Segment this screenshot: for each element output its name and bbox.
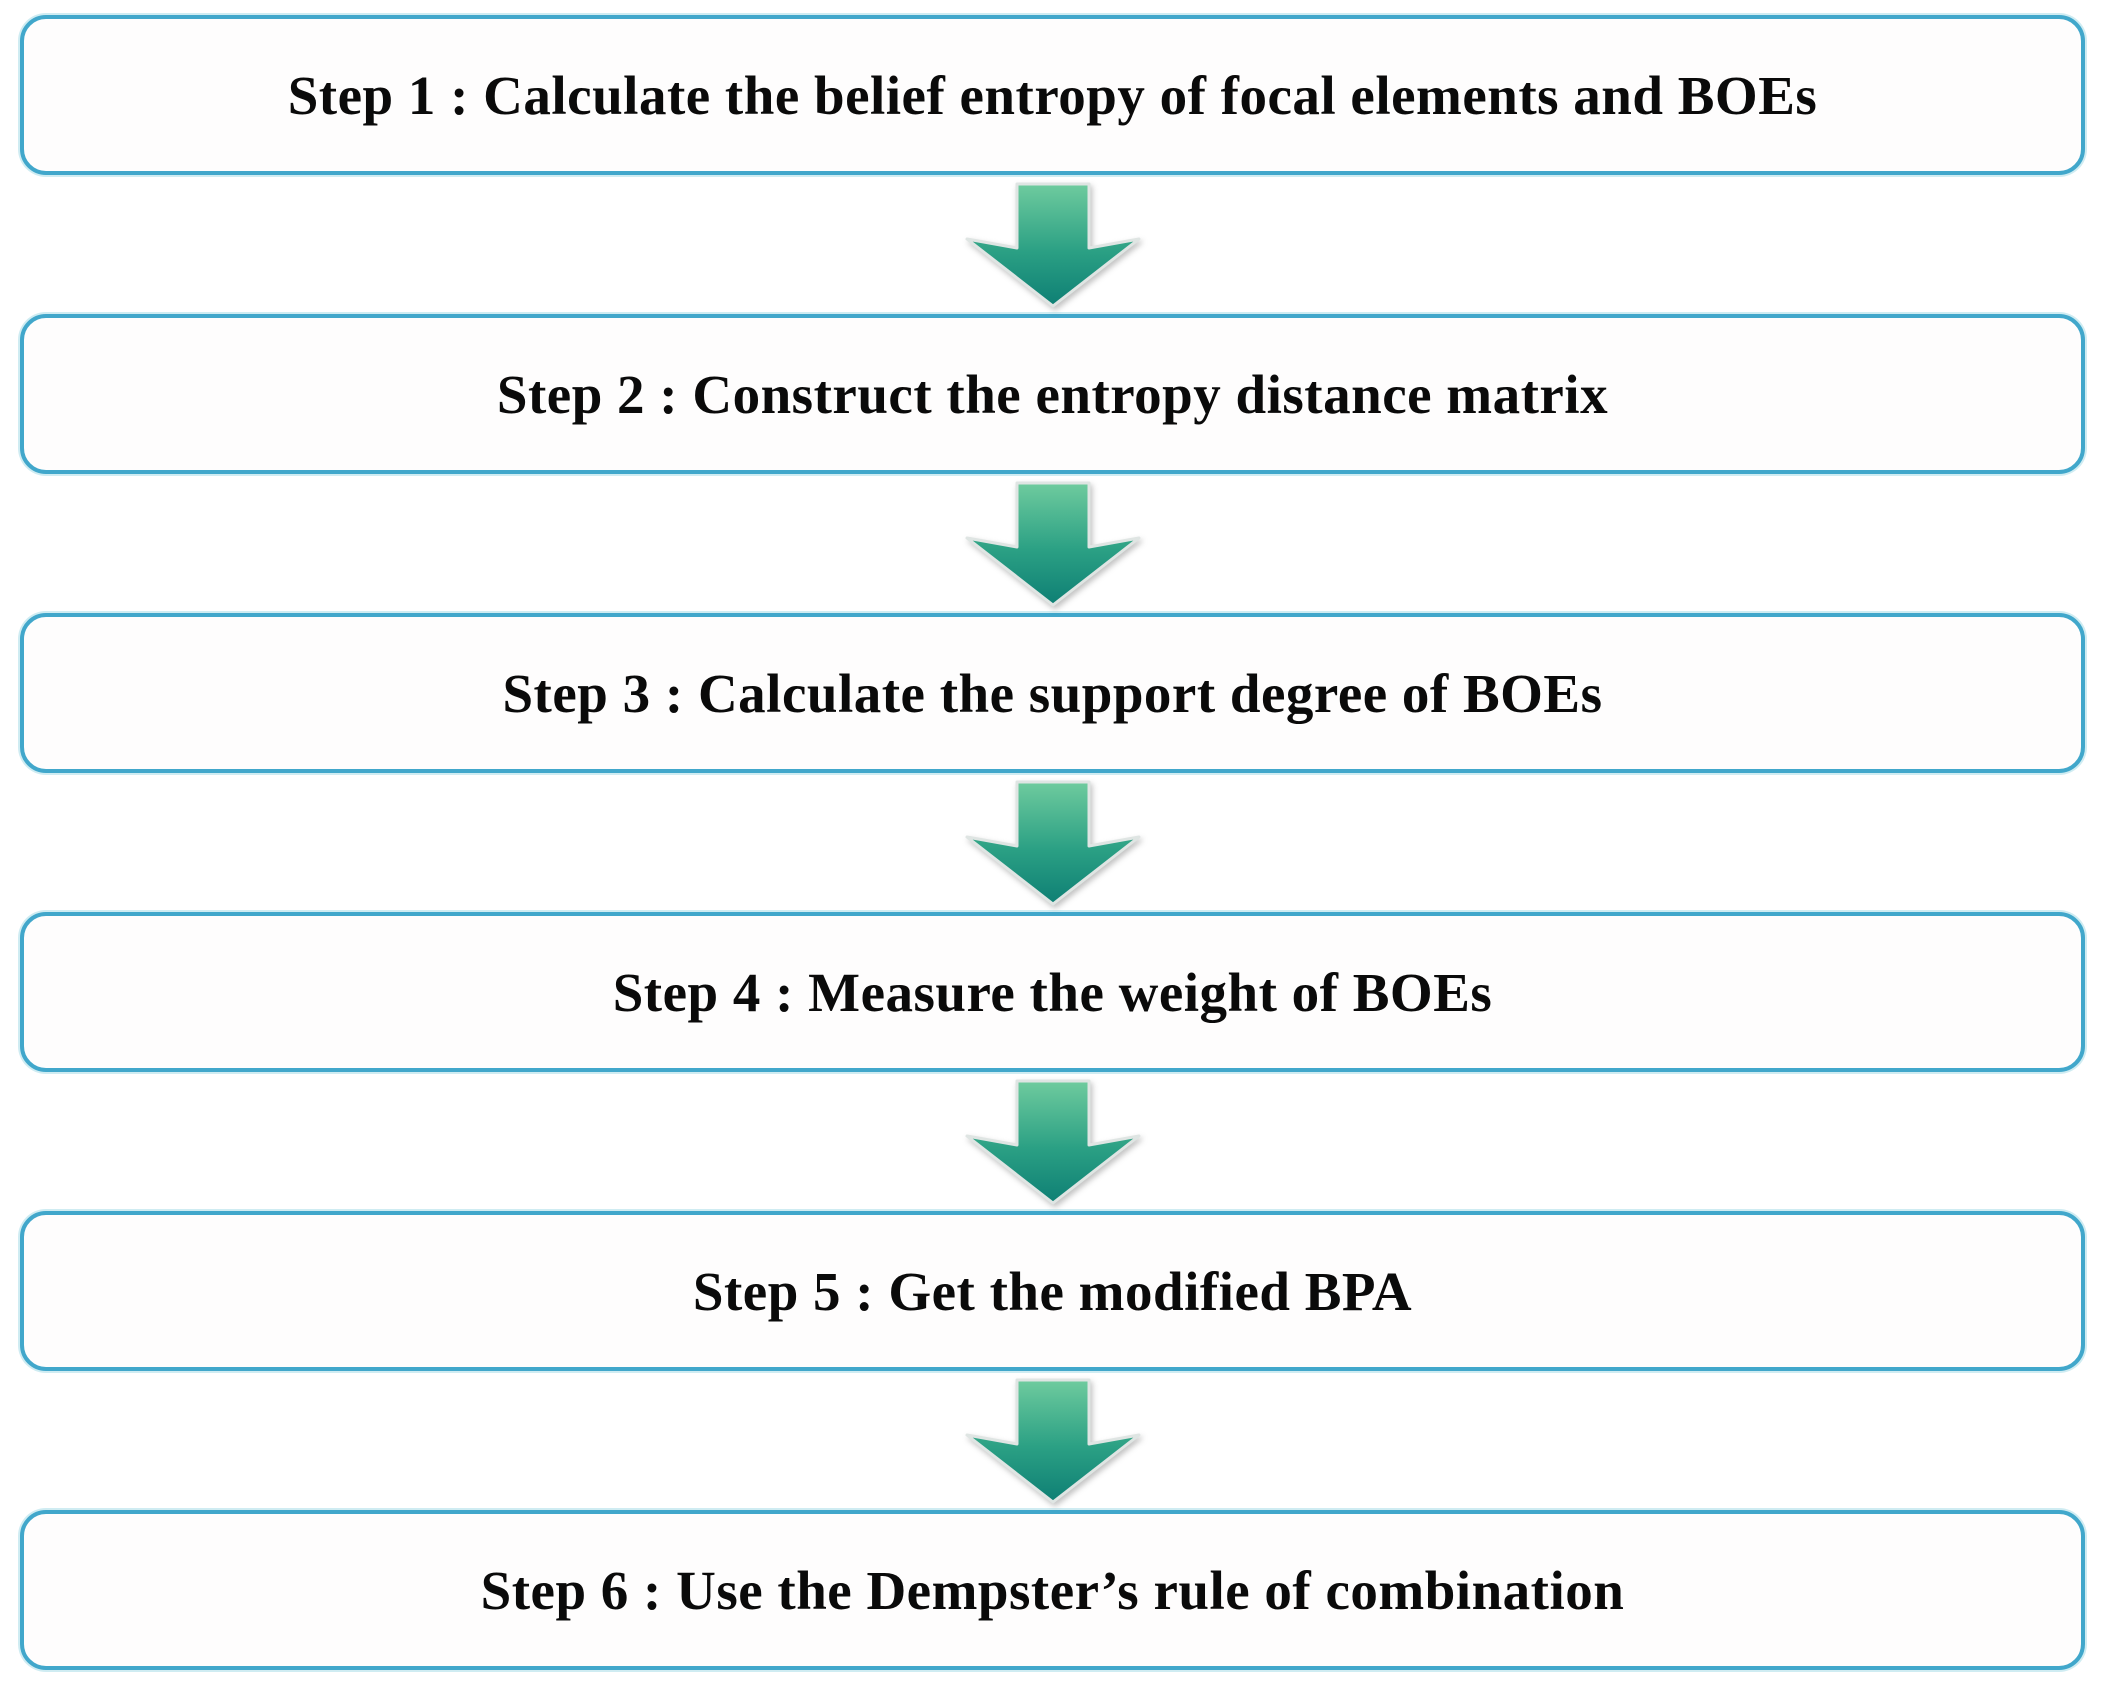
flowchart: Step 1 : Calculate the belief entropy of… (20, 15, 2085, 1670)
step-box-5: Step 5 : Get the modified BPA (20, 1211, 2085, 1371)
connector-row-2 (20, 474, 2085, 613)
step-5-label: Step 5 : Get the modified BPA (692, 1260, 1413, 1322)
step-box-2: Step 2 : Construct the entropy distance … (20, 314, 2085, 474)
connector-row-3 (20, 773, 2085, 912)
step-1-label: Step 1 : Calculate the belief entropy of… (287, 64, 1818, 126)
connector-row-5 (20, 1371, 2085, 1510)
down-arrow-icon (965, 1079, 1140, 1204)
down-arrow-icon (965, 182, 1140, 307)
step-4-label: Step 4 : Measure the weight of BOEs (612, 961, 1493, 1023)
down-arrow-icon (965, 780, 1140, 905)
down-arrow-icon (965, 1378, 1140, 1503)
step-box-3: Step 3 : Calculate the support degree of… (20, 613, 2085, 773)
down-arrow-icon (965, 481, 1140, 606)
step-2-label: Step 2 : Construct the entropy distance … (496, 363, 1609, 425)
step-3-label: Step 3 : Calculate the support degree of… (502, 662, 1603, 724)
step-box-4: Step 4 : Measure the weight of BOEs (20, 912, 2085, 1072)
connector-row-1 (20, 175, 2085, 314)
step-box-6: Step 6 : Use the Dempster’s rule of comb… (20, 1510, 2085, 1670)
step-box-1: Step 1 : Calculate the belief entropy of… (20, 15, 2085, 175)
step-6-label: Step 6 : Use the Dempster’s rule of comb… (480, 1559, 1625, 1621)
connector-row-4 (20, 1072, 2085, 1211)
